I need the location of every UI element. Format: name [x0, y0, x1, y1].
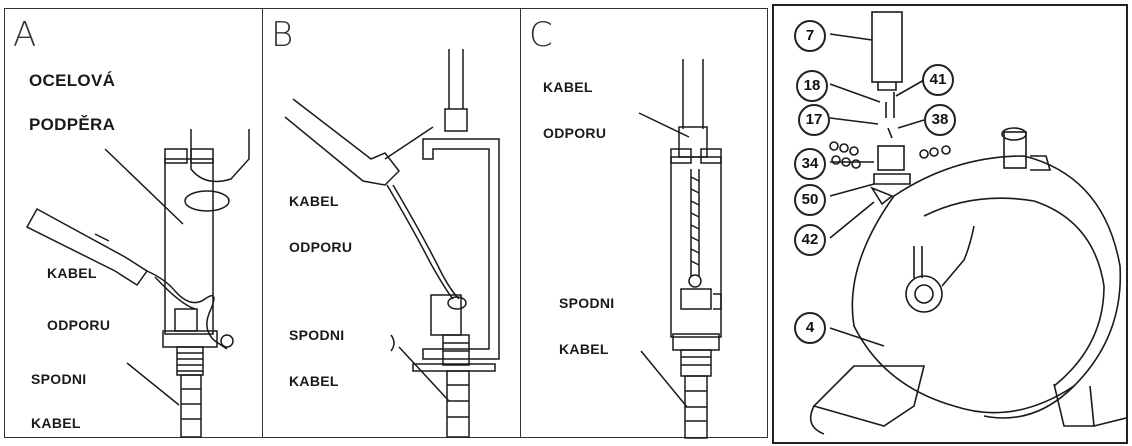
callout-4: 4 [794, 312, 826, 344]
label-steel-support-2: PODPĚRA [29, 115, 116, 134]
panel-c-illustration [638, 59, 722, 439]
label-lower-cable-1: SPODNI [31, 371, 87, 387]
label-resistance-cable-2: ODPORU [47, 317, 111, 333]
panel-b: B KABEL ODPORU SPODNI [262, 8, 520, 438]
label-resistance-cable-c1: KABEL [543, 79, 593, 95]
label-resistance-cable-1: KABEL [47, 265, 97, 281]
panel-d-exploded-view: 7 18 41 17 38 34 50 42 4 [772, 4, 1128, 444]
label-lower-cable-c2: KABEL [559, 341, 609, 357]
label-resistance-cable-b1: KABEL [289, 193, 339, 209]
callout-17: 17 [798, 104, 830, 136]
panel-a: A OCELO [4, 8, 262, 438]
callout-42: 42 [794, 224, 826, 256]
callout-7: 7 [794, 20, 826, 52]
panel-b-illustration [284, 49, 500, 438]
bike-exploded-illustration [809, 11, 1126, 435]
panel-letter-b: B [271, 15, 294, 55]
panel-a-illustration [25, 129, 250, 438]
label-resistance-cable-c2: ODPORU [543, 125, 607, 141]
panel-letter-a: A [13, 15, 37, 55]
label-lower-cable-b2: KABEL [289, 373, 339, 389]
label-resistance-cable-b2: ODPORU [289, 239, 353, 255]
label-steel-support-1: OCELOVÁ [29, 71, 116, 90]
callout-41: 41 [922, 64, 954, 96]
label-lower-cable-2: KABEL [31, 415, 81, 431]
panel-c: C KABEL ODPORU SPODNI KABEL [520, 8, 768, 439]
label-lower-cable-b1: SPODNI [289, 327, 345, 343]
panel-letter-c: C [529, 15, 553, 55]
label-lower-cable-c1: SPODNI [559, 295, 615, 311]
callout-38: 38 [924, 104, 956, 136]
callout-18: 18 [796, 70, 828, 102]
callout-50: 50 [794, 184, 826, 216]
callout-34: 34 [794, 148, 826, 180]
